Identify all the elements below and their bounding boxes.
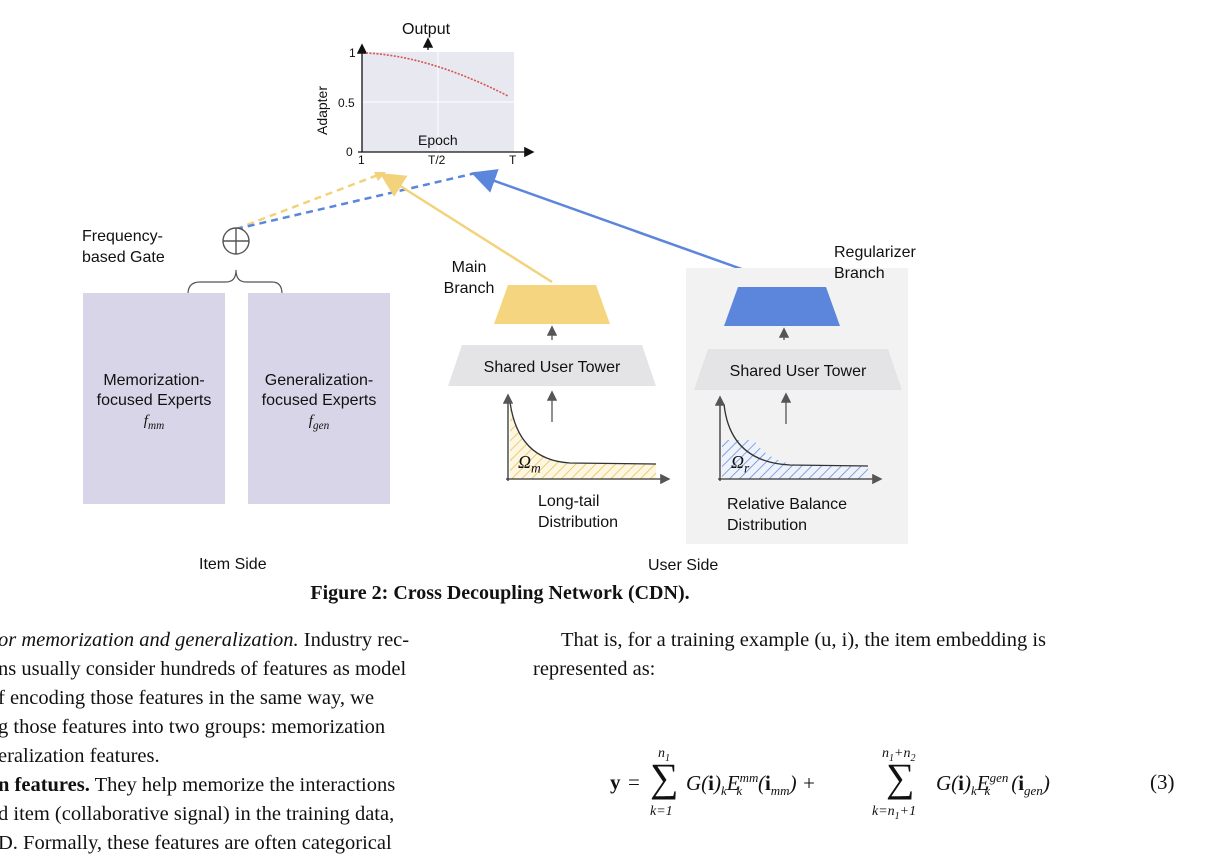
shared-user-tower-main — [448, 345, 656, 386]
regularizer-branch-to-output-arrow — [470, 169, 779, 284]
epoch-label: Epoch — [418, 132, 458, 148]
right-line-2: represented as: — [533, 658, 656, 680]
left-line-6: n features. They help memorize the inter… — [0, 771, 468, 800]
gate-label-line2: based Gate — [82, 249, 165, 266]
regularizer-line1: Regularizer — [834, 244, 916, 261]
longtail-line2: Distribution — [538, 514, 619, 531]
gate-label-line1: Frequency- — [82, 228, 163, 245]
item-side-label: Item Side — [199, 556, 267, 573]
x-tick-t-half: T/2 — [428, 153, 446, 167]
left-line-1: or memorization and generalization. Indu… — [0, 626, 468, 655]
left-line-5: eralization features. — [0, 745, 160, 767]
user-side-label: User Side — [648, 557, 719, 574]
main-branch-trapezoid — [494, 285, 610, 324]
main-branch-line1: Main — [451, 259, 487, 276]
x-tick-t: T — [509, 153, 517, 167]
omega-m-label: Ωm — [518, 452, 541, 476]
y-tick-1: 1 — [349, 46, 356, 60]
left-line-8: D. Formally, these features are often ca… — [0, 832, 392, 854]
gen-expert-line1: Generalization- — [264, 372, 374, 389]
equation-3: y = n1 ∑ k=1 G(i)kEmmk (imm) + n1+n2 ∑ k… — [610, 746, 1175, 822]
generalization-experts-label: Generalization- focused Experts fgen — [248, 371, 390, 436]
relative-balance-curve — [723, 403, 869, 467]
output-label: Output — [402, 21, 451, 38]
gate-to-output-blue-dashed — [235, 171, 477, 231]
regularizer-branch-trapezoid — [724, 287, 840, 326]
gate-to-output-yellow-dashed — [235, 173, 379, 231]
mem-expert-symbol: fmm — [143, 413, 165, 432]
adapter-curve — [365, 52, 509, 97]
adapter-axis-label: Adapter — [314, 85, 331, 136]
relative-balance-area — [722, 440, 868, 479]
figure-caption: Figure 2: Cross Decoupling Network (CDN)… — [310, 582, 690, 604]
longtail-area — [510, 402, 656, 479]
main-branch-to-output-arrow — [379, 172, 553, 284]
mem-expert-line2: focused Experts — [96, 392, 212, 409]
y-tick-0-5: 0.5 — [338, 96, 355, 110]
left-line-7: d item (collaborative signal) in the tra… — [0, 803, 395, 825]
regularizer-branch-label: Regularizer Branch — [834, 242, 916, 284]
left-line-6-bold: n features. — [0, 774, 90, 796]
equation-number: (3) — [1150, 770, 1175, 794]
memorization-experts-label: Memorization- focused Experts fmm — [83, 371, 225, 436]
shared-user-tower-regularizer — [694, 349, 902, 390]
main-branch-line2: Branch — [443, 280, 495, 297]
relative-balance-distribution-label: Relative Balance Distribution — [727, 494, 847, 536]
mem-expert-line1: Memorization- — [103, 372, 205, 389]
right-line-1: That is, for a training example (u, i), … — [561, 629, 1047, 651]
left-column-text: or memorization and generalization. Indu… — [0, 626, 468, 858]
frequency-gate-label: Frequency- based Gate — [82, 226, 165, 268]
x-tick-1: 1 — [358, 153, 365, 167]
left-line-6-rest: They help memorize the interactions — [89, 774, 396, 796]
generalization-experts-box — [248, 293, 390, 504]
main-branch-label: Main Branch — [436, 257, 502, 299]
gate-brace — [187, 269, 283, 295]
left-line-1-italic: or memorization and generalization. — [0, 629, 299, 651]
longtail-curve — [509, 401, 657, 465]
y-tick-0: 0 — [346, 145, 353, 159]
left-line-2: ns usually consider hundreds of features… — [0, 658, 407, 680]
longtail-distribution-label: Long-tail Distribution — [538, 491, 618, 533]
omega-r-label: Ωr — [731, 452, 750, 476]
shared-user-tower-regularizer-label: Shared User Tower — [729, 363, 867, 380]
left-line-3: f encoding those features in the same wa… — [0, 687, 375, 709]
gen-expert-symbol: fgen — [308, 413, 330, 432]
right-column-text: That is, for a training example (u, i), … — [533, 626, 1178, 684]
gen-expert-line2: focused Experts — [261, 392, 377, 409]
longtail-line1: Long-tail — [538, 493, 600, 510]
regularizer-line2: Branch — [834, 265, 885, 282]
left-line-4: g those features into two groups: memori… — [0, 716, 386, 738]
shared-user-tower-main-label: Shared User Tower — [483, 359, 621, 376]
relbal-line1: Relative Balance — [727, 496, 848, 513]
relbal-line2: Distribution — [727, 517, 808, 534]
left-line-1-rest: Industry rec- — [298, 629, 410, 651]
memorization-experts-box — [83, 293, 225, 504]
adapter-plot-grid — [362, 52, 514, 152]
